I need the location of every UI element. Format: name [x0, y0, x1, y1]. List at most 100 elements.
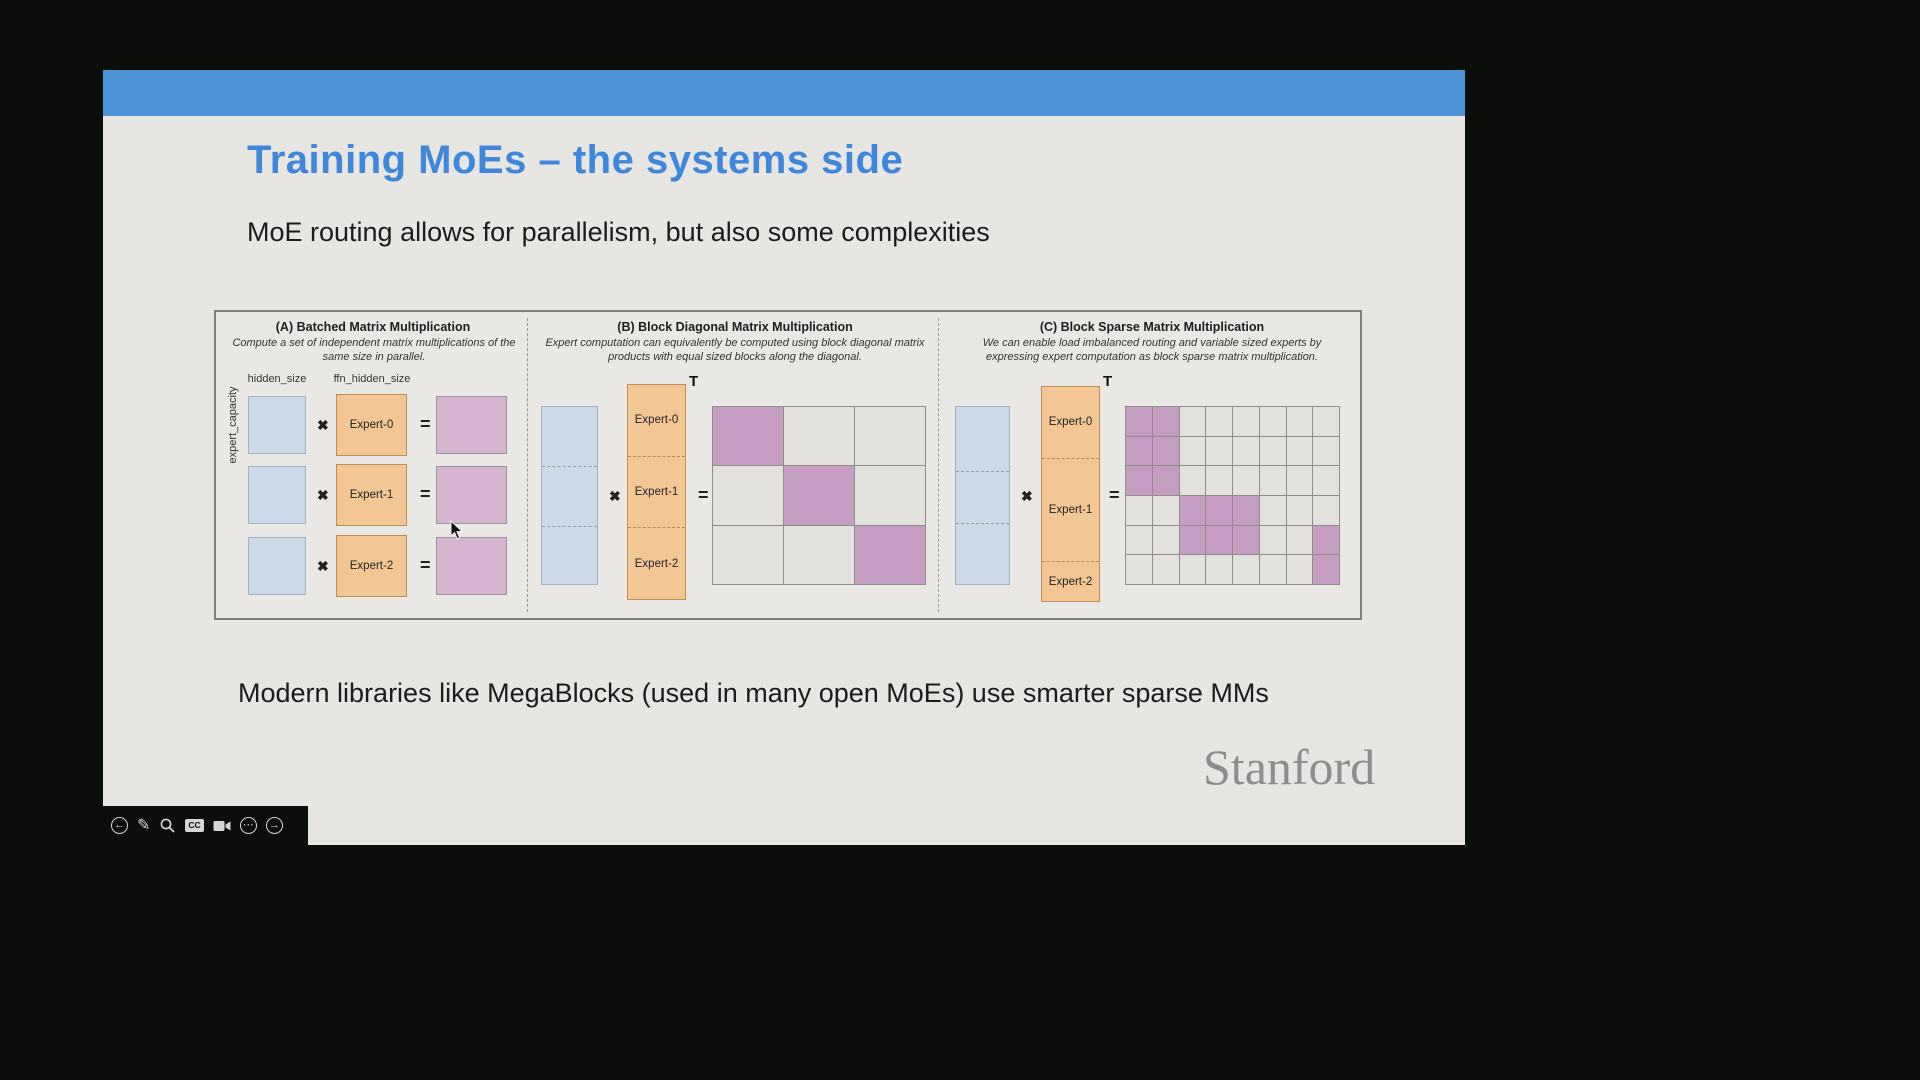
more-icon[interactable]: ⋯	[239, 817, 257, 834]
grid-cell	[1259, 436, 1286, 466]
label-ffn-hidden-size: ffn_hidden_size	[333, 373, 411, 385]
grid-cell-filled	[1313, 525, 1339, 555]
expert-matrix-c: Expert-0 Expert-1 Expert-2	[1041, 386, 1100, 602]
expert-label: Expert-1	[349, 489, 394, 501]
grid-cell	[1313, 436, 1339, 466]
grid-cell	[1286, 555, 1313, 584]
panel-c-caption: We can enable load imbalanced routing an…	[982, 337, 1322, 364]
grid-cell	[1152, 555, 1179, 584]
grid-cell	[1259, 407, 1286, 436]
grid-cell	[1126, 555, 1152, 584]
panel-a-title: (A) Batched Matrix Multiplication	[275, 320, 471, 334]
input-matrix-a1	[248, 466, 306, 524]
grid-cell	[1206, 436, 1232, 466]
panel-a-caption: Compute a set of independent matrix mult…	[232, 337, 516, 364]
expert-matrix-a1: Expert-1	[336, 464, 407, 526]
mouse-cursor	[450, 520, 464, 540]
panel-separator-ab	[527, 318, 528, 612]
player-toolbar: ← ✎ CC ⋯ →	[103, 806, 308, 845]
grid-cell	[1259, 555, 1286, 584]
grid-cell	[713, 525, 783, 584]
matrix-segment	[542, 407, 597, 467]
label-expert-capacity: expert_capacity	[227, 386, 239, 464]
expert-label: Expert-0	[349, 419, 394, 431]
grid-cell-filled	[1233, 525, 1259, 555]
expert-label: Expert-0	[628, 385, 685, 457]
multiply-icon: ✖	[609, 488, 621, 504]
grid-cell-filled	[1179, 495, 1206, 525]
expert-label: Expert-2	[1048, 575, 1093, 588]
grid-cell-filled	[1126, 436, 1152, 466]
grid-cell	[1286, 436, 1313, 466]
multiply-icon: ✖	[1021, 488, 1033, 504]
label-hidden-size: hidden_size	[247, 373, 307, 385]
grid-cell	[1233, 436, 1259, 466]
grid-cell	[1286, 407, 1313, 436]
grid-cell	[1126, 495, 1152, 525]
grid-cell	[1259, 495, 1286, 525]
slide-subtitle: MoE routing allows for parallelism, but …	[247, 217, 990, 247]
grid-cell	[1206, 466, 1232, 495]
transpose-label: T	[1103, 373, 1113, 390]
expert-matrix-a2: Expert-2	[336, 535, 407, 597]
grid-cell-filled	[1233, 495, 1259, 525]
grid-cell	[855, 466, 925, 525]
grid-cell-filled	[1206, 495, 1232, 525]
pen-icon[interactable]: ✎	[137, 816, 151, 834]
slide-title: Training MoEs – the systems side	[247, 138, 904, 182]
expert-label: Expert-1	[1042, 459, 1099, 563]
expert-matrix-b: Expert-0 Expert-1 Expert-2	[627, 384, 686, 600]
matrix-segment	[956, 472, 1009, 525]
grid-cell-filled	[1206, 525, 1232, 555]
multiply-icon: ✖	[317, 417, 329, 433]
grid-cell	[1233, 466, 1259, 495]
grid-cell	[1313, 407, 1339, 436]
grid-cell-filled	[713, 407, 783, 466]
input-matrix-a2	[248, 537, 306, 595]
grid-cell	[784, 525, 854, 584]
grid-cell-filled	[1313, 555, 1339, 584]
magnifier-icon[interactable]	[159, 817, 176, 834]
grid-cell	[1313, 466, 1339, 495]
transpose-label: T	[689, 373, 699, 390]
grid-cell-filled	[1152, 407, 1179, 436]
result-matrix-a2	[436, 537, 507, 595]
block-sparse-result-grid	[1125, 406, 1340, 585]
grid-cell-filled	[1126, 407, 1152, 436]
slide-accent-bar	[103, 70, 1465, 116]
expert-label: Expert-2	[349, 560, 394, 572]
panel-separator-bc	[938, 318, 939, 612]
equals-icon: =	[420, 555, 431, 575]
captions-icon[interactable]: CC	[185, 819, 204, 832]
grid-cell-filled	[1152, 466, 1179, 495]
stanford-wordmark: Stanford	[1203, 739, 1376, 795]
forward-icon[interactable]: →	[265, 817, 283, 834]
grid-cell-filled	[1126, 466, 1152, 495]
panel-c-title: (C) Block Sparse Matrix Multiplication	[1039, 320, 1265, 334]
block-diagonal-result-grid	[712, 406, 926, 585]
equals-icon: =	[1109, 485, 1120, 505]
panel-b-caption: Expert computation can equivalently be c…	[545, 337, 925, 364]
grid-cell	[1126, 525, 1152, 555]
grid-cell	[1286, 466, 1313, 495]
expert-label: Expert-2	[634, 557, 679, 570]
grid-cell	[1179, 407, 1206, 436]
slide-bottom-text: Modern libraries like MegaBlocks (used i…	[238, 678, 1269, 708]
panel-b-title: (B) Block Diagonal Matrix Multiplication	[617, 320, 853, 334]
expert-label: Expert-1	[628, 457, 685, 529]
input-matrix-a0	[248, 396, 306, 454]
grid-cell-filled	[1152, 436, 1179, 466]
grid-cell	[1233, 555, 1259, 584]
back-icon[interactable]: ←	[111, 817, 128, 834]
grid-cell	[1313, 495, 1339, 525]
grid-cell	[1152, 495, 1179, 525]
multiply-icon: ✖	[317, 558, 329, 574]
grid-cell	[1179, 555, 1206, 584]
matrix-segment	[956, 407, 1009, 472]
result-matrix-a0	[436, 396, 507, 454]
grid-cell	[784, 407, 854, 466]
grid-cell	[1233, 407, 1259, 436]
grid-cell-filled	[855, 525, 925, 584]
video-camera-icon[interactable]	[213, 819, 231, 833]
grid-cell	[1259, 466, 1286, 495]
